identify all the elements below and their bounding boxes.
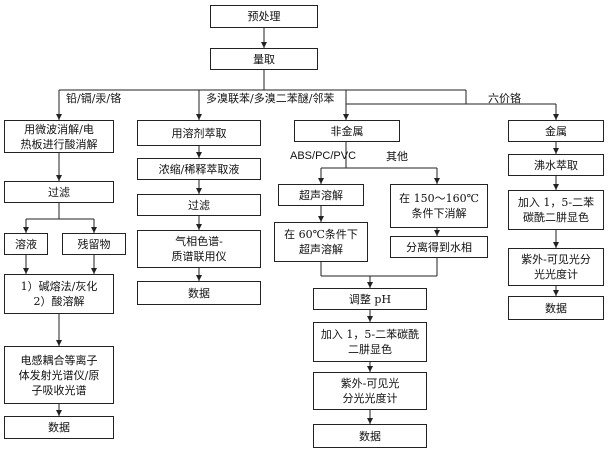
node-metal: 金属: [508, 120, 604, 142]
node-solvent: 用溶剂萃取: [137, 120, 261, 146]
node-measure: 量取: [210, 48, 318, 70]
node-nonmetal: 非金属: [294, 120, 400, 142]
node-concentrate: 浓缩/稀释萃取液: [137, 158, 261, 180]
node-addreagent: 加入 1，5-二苯碳酰 二肼显色: [313, 322, 427, 362]
node-heat: 在 150～160℃ 条件下消解: [390, 184, 488, 228]
node-residue: 残留物: [62, 233, 126, 255]
node-gcms: 气相色谱- 质谱联用仪: [137, 230, 261, 268]
node-ultrasonic: 超声溶解: [278, 184, 364, 206]
label-plastics: ABS/PC/PVC: [290, 150, 357, 162]
node-data1: 数据: [4, 416, 114, 439]
node-separate: 分离得到水相: [390, 236, 488, 258]
node-microwave: 用微波消解/电 热板进行酸消解: [4, 120, 114, 153]
node-uvvis: 紫外-可见光 分光光度计: [313, 372, 427, 410]
node-filter2: 过滤: [137, 194, 261, 216]
label-cr6: 六价铬: [488, 92, 521, 105]
node-filter1: 过滤: [4, 181, 114, 203]
node-data4: 数据: [508, 296, 604, 320]
node-fusion: 1）碱熔法/灰化 2）酸溶解: [4, 274, 114, 314]
node-data2: 数据: [137, 281, 261, 305]
node-uvvis2: 紫外-可见光分 光光度计: [508, 248, 604, 286]
node-boil: 沸水萃取: [508, 154, 604, 176]
label-others: 其他: [386, 150, 408, 163]
node-icp: 电感耦合等离子 体发射光谱仪/原 子吸收光谱: [4, 346, 114, 404]
label-bromine: 多溴联苯/多溴二苯醚/邻苯: [206, 92, 335, 105]
label-metals: 铅/镉/汞/铬: [66, 92, 122, 105]
node-ultra60: 在 60℃条件下 超声溶解: [274, 222, 368, 262]
node-solution: 溶液: [4, 233, 48, 255]
node-adjustph: 调整 pH: [313, 288, 427, 310]
node-addreagent2: 加入 1，5-二苯 碳酰二肼显色: [508, 190, 604, 230]
node-data3: 数据: [313, 424, 427, 448]
node-pretreat: 预处理: [210, 5, 318, 28]
